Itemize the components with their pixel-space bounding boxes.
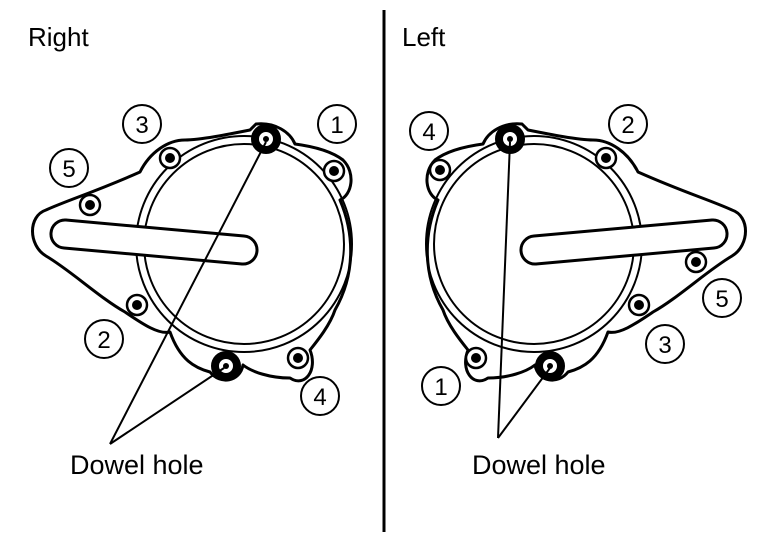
right-bolt-hole-2: [125, 293, 149, 317]
left-cover-plate: [425, 122, 747, 383]
left-callout-3: 3: [645, 324, 685, 364]
right-panel: Right: [28, 22, 357, 480]
right-panel-title: Right: [28, 22, 89, 52]
right-dowel-hole-top: [251, 124, 281, 154]
right-dowel-label: Dowel hole: [70, 450, 204, 480]
left-callout-5: 5: [702, 278, 742, 318]
right-bolt-hole-4: [286, 346, 310, 370]
left-bolt-hole-3: [627, 293, 651, 317]
svg-text:4: 4: [422, 119, 435, 146]
left-callout-4: 4: [409, 111, 449, 151]
svg-text:3: 3: [658, 332, 671, 359]
right-dowel-leader-top: [109, 141, 267, 445]
right-bolt-hole-5: [78, 193, 102, 217]
right-dowel-hole-bottom: [211, 351, 241, 381]
left-bolt-hole-1: [464, 346, 488, 370]
left-callout-2: 2: [608, 104, 648, 144]
left-callout-1: 1: [421, 366, 461, 406]
left-dowel-hole-bottom: [535, 351, 565, 381]
left-bolt-hole-5: [684, 250, 708, 274]
right-callout-1: 1: [317, 104, 357, 144]
right-callout-5: 5: [49, 148, 89, 188]
left-bolt-hole-2: [594, 146, 618, 170]
svg-text:2: 2: [97, 327, 110, 354]
left-bolt-hole-4: [428, 158, 452, 182]
svg-text:3: 3: [135, 112, 148, 139]
svg-text:5: 5: [715, 286, 728, 313]
left-panel: Left: [402, 22, 747, 480]
right-callout-3: 3: [122, 104, 162, 144]
right-dowel-leader-bottom: [109, 367, 225, 445]
svg-text:1: 1: [330, 112, 343, 139]
left-dowel-leader-bottom: [497, 367, 551, 439]
left-dowel-label: Dowel hole: [472, 450, 606, 480]
left-dowel-leader-top: [497, 141, 511, 439]
right-callout-2: 2: [84, 319, 124, 359]
right-cover-slot: [49, 218, 259, 266]
right-bolt-hole-3: [158, 146, 182, 170]
svg-text:4: 4: [313, 384, 326, 411]
right-cover-plate: [31, 122, 353, 383]
svg-text:2: 2: [621, 112, 634, 139]
left-panel-title: Left: [402, 22, 446, 52]
right-callout-4: 4: [300, 376, 340, 416]
right-bolt-hole-1: [322, 159, 346, 183]
svg-text:1: 1: [434, 374, 447, 401]
left-cover-slot: [519, 218, 729, 266]
svg-text:5: 5: [62, 156, 75, 183]
